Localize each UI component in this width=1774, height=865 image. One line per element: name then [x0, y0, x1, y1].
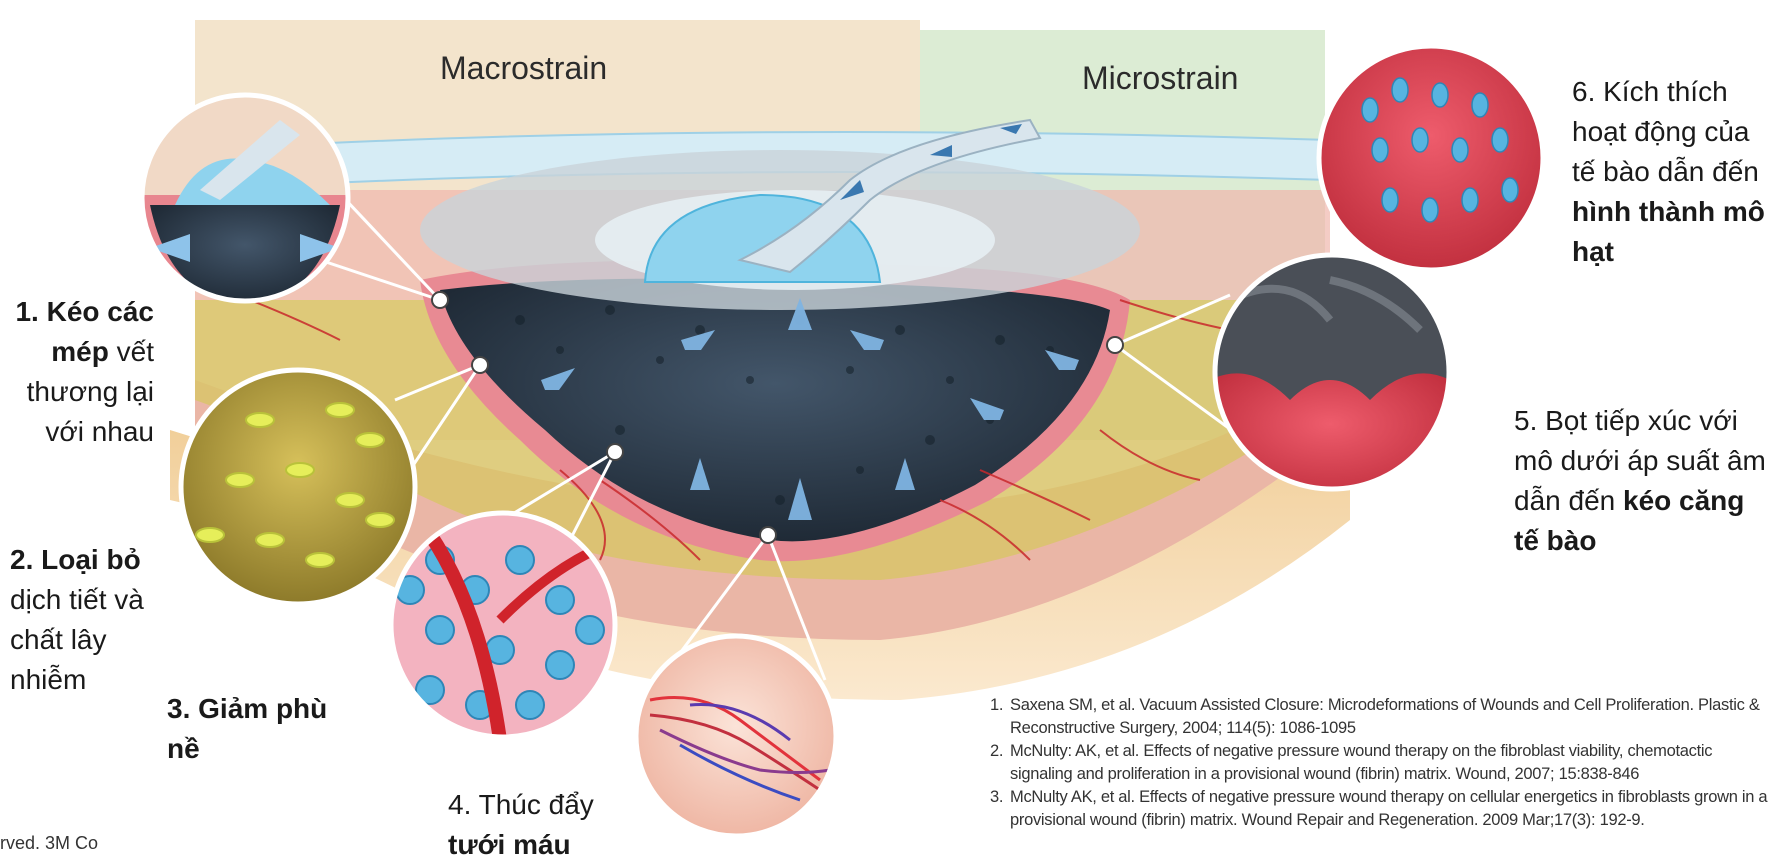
macrostrain-title: Macrostrain — [440, 50, 607, 87]
reference-item: 2. McNulty: AK, et al. Effects of negati… — [990, 740, 1770, 786]
microstrain-title: Microstrain — [1082, 60, 1238, 97]
label-step5: 5. Bọt tiếp xúc với mô dưới áp suất âm d… — [1514, 401, 1772, 561]
reference-item: 3. McNulty AK, et al. Effects of negativ… — [990, 786, 1770, 832]
circle-perfusion — [636, 636, 836, 836]
label-step6-bold: hình thành mô hạt — [1572, 196, 1765, 267]
references-list: 1. Saxena SM, et al. Vacuum Assisted Clo… — [990, 694, 1770, 832]
label-step4: 4. Thúc đẩy tưới máu — [448, 785, 628, 865]
label-step3: 3. Giảm phù nề — [167, 689, 342, 769]
reference-number: 3. — [990, 786, 1010, 832]
label-step2: 2. Loại bỏ dịch tiết và chất lây nhiễm — [10, 540, 160, 700]
label-step4-bold: tưới máu — [448, 829, 571, 860]
label-step3-bold: 3. Giảm phù nề — [167, 693, 327, 764]
label-step4-pre: 4. Thúc đẩy — [448, 789, 594, 820]
reference-item: 1. Saxena SM, et al. Vacuum Assisted Clo… — [990, 694, 1770, 740]
label-step6-pre: 6. Kích thích hoạt động của tế bào dẫn đ… — [1572, 76, 1759, 187]
label-step2-rest: dịch tiết và chất lây nhiễm — [10, 584, 144, 695]
label-step2-bold: 2. Loại bỏ — [10, 544, 141, 575]
reference-number: 1. — [990, 694, 1010, 740]
reference-text: McNulty: AK, et al. Effects of negative … — [1010, 740, 1770, 786]
reference-text: McNulty AK, et al. Effects of negative p… — [1010, 786, 1770, 832]
label-step1: 1. Kéo các mép vết thương lại với nhau — [10, 292, 154, 452]
circle-wound-edges — [140, 95, 350, 305]
label-step6: 6. Kích thích hoạt động của tế bào dẫn đ… — [1572, 72, 1772, 272]
circle-bacteria — [181, 370, 415, 604]
circle-granulation — [1319, 46, 1543, 270]
circle-edema-cells — [391, 513, 620, 740]
copyright-text: rved. 3M Co — [0, 833, 98, 854]
reference-number: 2. — [990, 740, 1010, 786]
reference-text: Saxena SM, et al. Vacuum Assisted Closur… — [1010, 694, 1770, 740]
